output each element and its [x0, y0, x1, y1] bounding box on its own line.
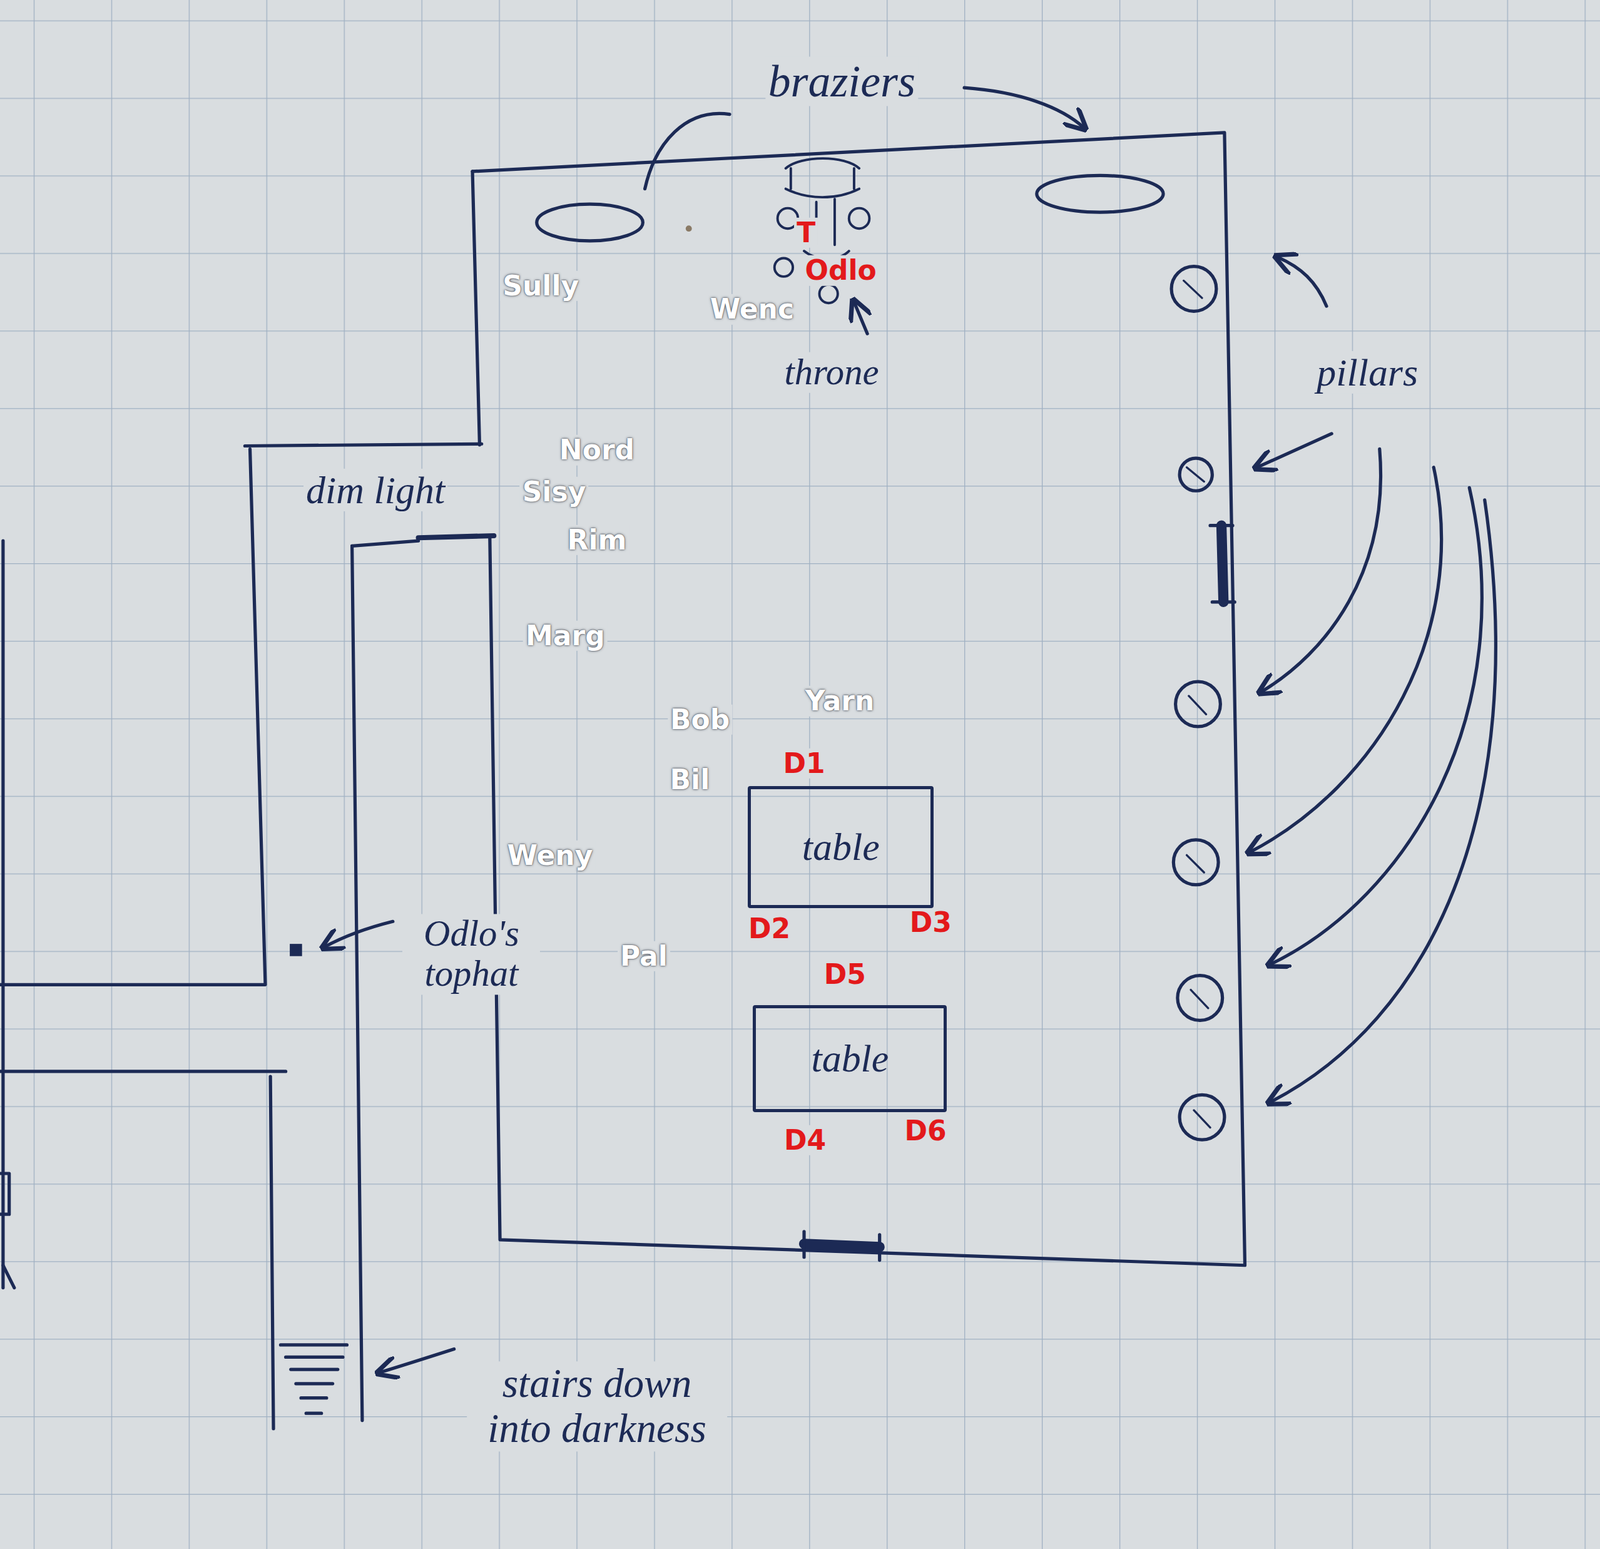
pillar-label: pillars [1314, 351, 1421, 394]
leader-arrow [964, 87, 1084, 128]
door [804, 1231, 880, 1261]
brazier [1036, 175, 1164, 213]
corridor-wall [0, 1173, 10, 1214]
token-label: D6 [901, 1115, 949, 1146]
token-label: D2 [745, 913, 793, 944]
leader-arrow [324, 921, 393, 947]
throne-label: throne [782, 352, 882, 393]
leader-arrow [379, 1348, 455, 1373]
corridor-wall [352, 540, 419, 546]
character-label: Marg [523, 620, 608, 651]
leader-arrow [1250, 467, 1442, 853]
throne-sketch [785, 158, 860, 259]
table-label: table [810, 1036, 889, 1081]
leader-arrow [854, 302, 868, 335]
pillar-shading [1183, 280, 1211, 1127]
character-label: Sisy [519, 476, 589, 507]
item-label: Odlo's tophat [402, 913, 541, 995]
token-label: D3 [907, 907, 955, 938]
throne-sketch [849, 208, 870, 230]
table-box: table [752, 1004, 947, 1112]
brazier [536, 203, 644, 241]
table-box: table [747, 785, 934, 909]
token-label: D5 [821, 959, 869, 990]
corridor-wall [244, 443, 482, 446]
tophat-marker [289, 943, 303, 957]
character-label: Bob [667, 703, 733, 734]
pillar [1179, 1094, 1225, 1140]
area-label: dim light [303, 468, 448, 512]
door [804, 1243, 880, 1248]
leader-arrow [1257, 433, 1332, 468]
throne-sketch [819, 284, 838, 303]
character-label: Pal [617, 941, 671, 972]
character-label: Sully [499, 270, 582, 301]
corridor-wall [0, 1069, 286, 1073]
leader-arrow [1277, 257, 1327, 306]
leader-arrow [1270, 487, 1482, 964]
character-label: Bil [667, 764, 713, 795]
throne-sketch [774, 258, 793, 277]
npc-label: Odlo [802, 255, 880, 286]
pillar [1173, 839, 1219, 885]
character-label: Wenc [707, 294, 797, 325]
leader-arrow [1261, 448, 1381, 692]
corridor-wall [418, 535, 495, 538]
token-label: D4 [781, 1124, 829, 1155]
room-wall [472, 171, 480, 445]
character-label: Weny [504, 839, 596, 870]
stairs-label: stairs down into darkness [466, 1360, 728, 1452]
corridor-wall [0, 448, 266, 985]
pillar [1177, 975, 1223, 1021]
pillar [1171, 266, 1217, 312]
corridor-wall [1, 540, 5, 1288]
brazier-label: braziers [765, 56, 918, 107]
token-label: T [794, 217, 818, 248]
door [1221, 525, 1224, 602]
character-label: Rim [565, 524, 630, 555]
leader-line [645, 113, 730, 189]
ink-dot [685, 225, 693, 232]
character-label: Yarn [802, 685, 878, 716]
room-wall [472, 132, 1245, 1266]
token-label: D1 [780, 748, 828, 779]
character-label: Nord [556, 434, 637, 465]
stairs [280, 1344, 347, 1413]
pillar [1175, 681, 1221, 727]
corridor-wall [270, 1076, 274, 1429]
table-label: table [802, 824, 880, 870]
corridor-wall [3, 1265, 15, 1288]
door [1210, 525, 1235, 602]
corridor-wall [352, 545, 363, 1420]
leader-arrow [1270, 499, 1496, 1102]
